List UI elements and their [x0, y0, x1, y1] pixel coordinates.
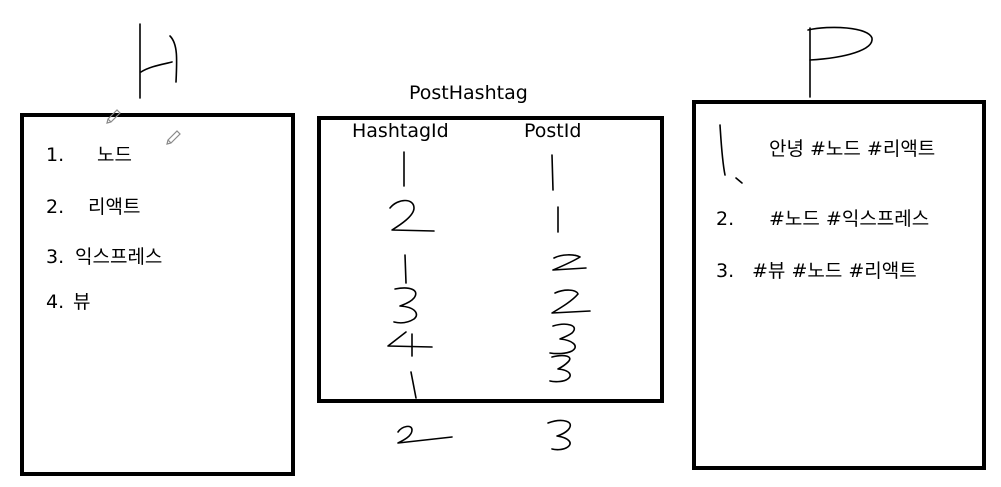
- cell-post-id-2: [551, 289, 591, 314]
- post-hashtag-table-title: PostHashtag: [409, 82, 528, 104]
- cell-post-id-1: [551, 154, 554, 191]
- column-header-post-id: PostId: [524, 120, 582, 142]
- post-item-text: #노드 #익스프레스: [769, 208, 930, 230]
- hashtag-item-label: 리액트: [88, 196, 141, 218]
- pencil-icon: [164, 129, 182, 151]
- post-item-text: 안녕 #노드 #리액트: [769, 138, 936, 160]
- post-table: [692, 100, 986, 470]
- post-item-text: #뷰 #노드 #리액트: [752, 260, 917, 282]
- cell-post-id-3: [547, 419, 572, 451]
- hashtag-item-number: 2.: [46, 196, 65, 218]
- cell-hashtag-id-3: [393, 287, 418, 324]
- hashtag-item-number: 1.: [46, 144, 65, 166]
- hashtag-table: [20, 113, 295, 476]
- cell-post-id-3: [549, 354, 571, 383]
- hashtag-item-label: 뷰: [73, 291, 91, 313]
- cell-post-id-3: [549, 323, 576, 355]
- hashtag-item-label: 노드: [97, 144, 132, 166]
- post-item-number: 2.: [716, 208, 735, 230]
- pencil-icon: [104, 108, 122, 130]
- column-header-hashtag-id: HashtagId: [352, 120, 449, 142]
- cell-hashtag-id-2: [389, 199, 435, 232]
- post-item-number: 3.: [716, 260, 735, 282]
- hashtag-item-number: 4.: [46, 291, 65, 313]
- cell-post-id-2: [552, 254, 587, 271]
- cell-hashtag-id-4: [387, 331, 433, 357]
- hashtag-item-number: 3.: [46, 246, 65, 268]
- post-hashtag-table: [317, 116, 664, 403]
- cell-hashtag-id-1: [410, 371, 417, 399]
- cell-hashtag-id-2: [397, 425, 453, 444]
- cell-hashtag-id-1: [404, 254, 407, 284]
- hashtag-item-label: 익스프레스: [75, 246, 163, 268]
